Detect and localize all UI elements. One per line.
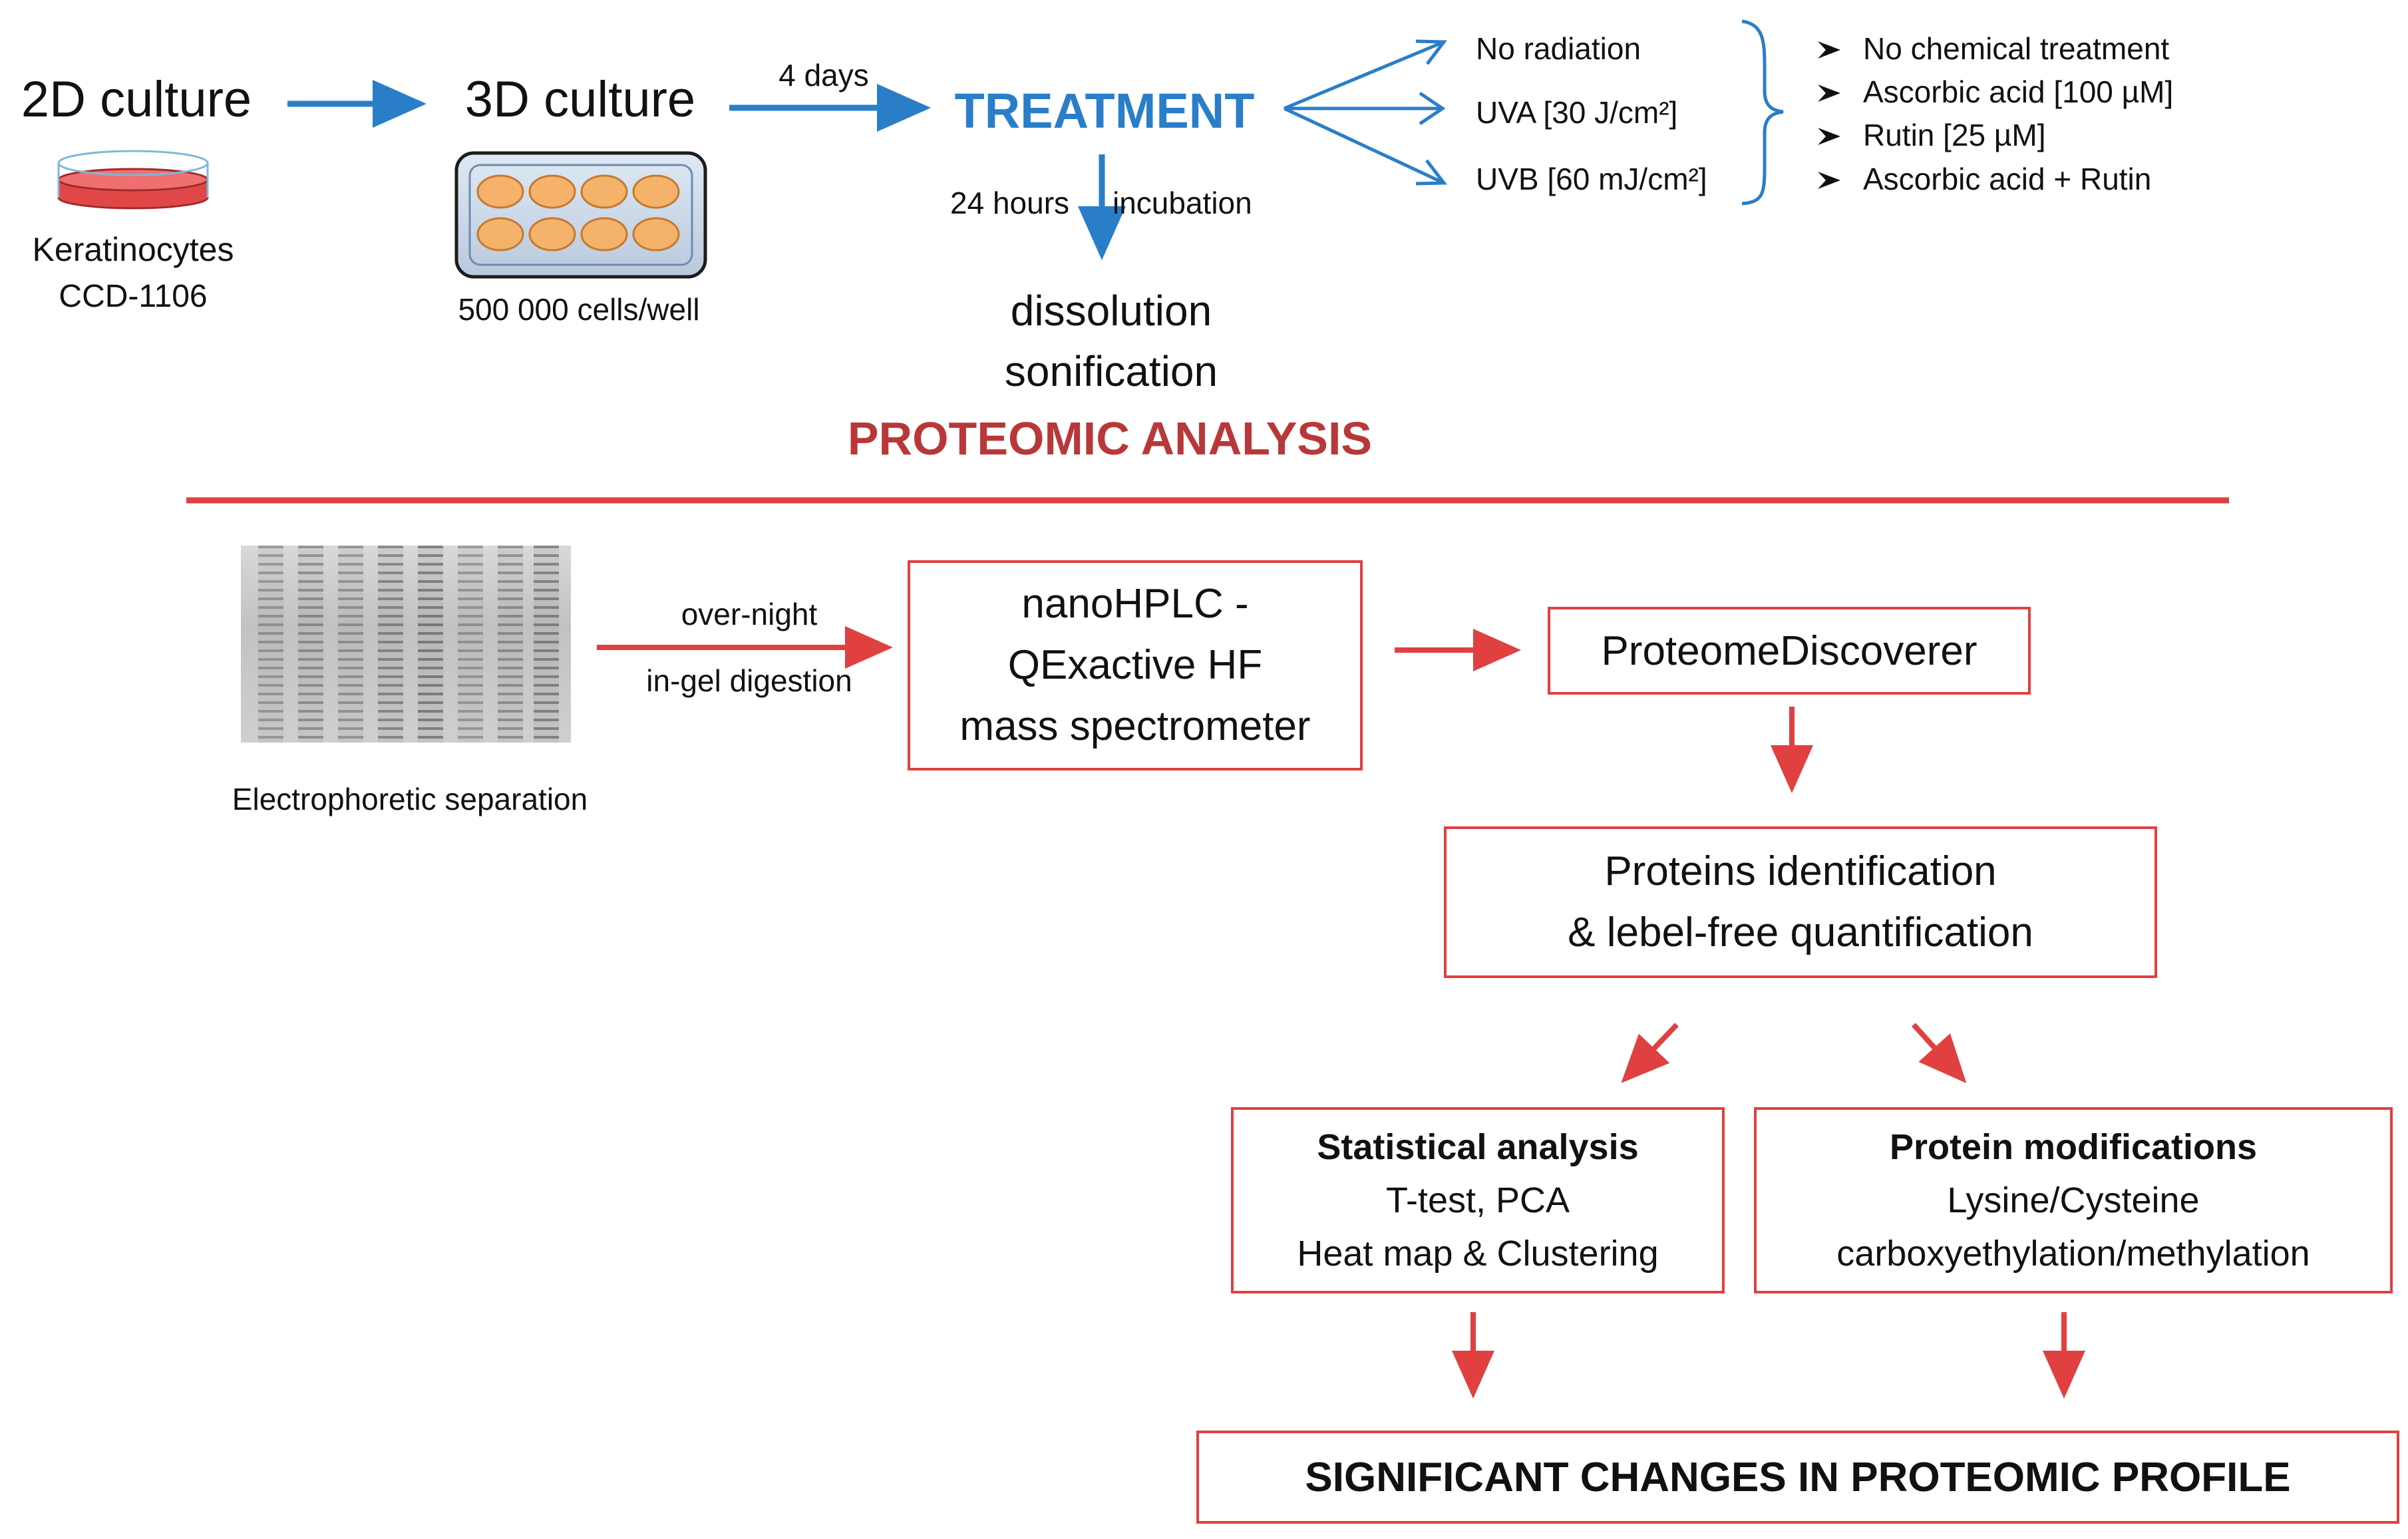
chemical-combined: Ascorbic acid + Rutin	[1863, 162, 2152, 196]
label-incubation: incubation	[1113, 186, 1252, 220]
stats-line-2: Heat map & Clustering	[1297, 1234, 1659, 1274]
petri-dish-icon	[57, 150, 209, 210]
label-dissolution: dissolution	[1010, 287, 1212, 335]
label-keratinocytes: Keratinocytes	[32, 231, 234, 268]
label-treatment: TREATMENT	[954, 83, 1255, 138]
result-box: SIGNIFICANT CHANGES IN PROTEOMIC PROFILE	[1196, 1431, 2399, 1524]
radiation-fork-arrows	[1283, 39, 1447, 186]
label-4-days: 4 days	[778, 58, 869, 92]
label-electrophoresis: Electrophoretic separation	[232, 782, 588, 816]
mass-spectrometer-box: nanoHPLC - QExactive HF mass spectromete…	[908, 560, 1363, 770]
ident-line-2: & lebel-free quantification	[1568, 910, 2033, 955]
identification-box: Proteins identification & lebel-free qua…	[1444, 826, 2157, 978]
statistical-analysis-box: Statistical analysis T-test, PCA Heat ma…	[1231, 1107, 1725, 1293]
stats-line-1: T-test, PCA	[1385, 1180, 1570, 1220]
label-cell-line: CCD-1106	[59, 279, 208, 314]
discoverer-label: ProteomeDiscoverer	[1601, 627, 1978, 674]
mods-title: Protein modifications	[1889, 1127, 2258, 1167]
chemical-ascorbic: Ascorbic acid [100 µM]	[1863, 75, 2174, 109]
chemical-none: No chemical treatment	[1863, 31, 2170, 66]
bullet-arrowheads	[1818, 41, 1840, 189]
mods-line-1: Lysine/Cysteine	[1947, 1180, 2200, 1220]
chemical-rutin: Rutin [25 µM]	[1863, 118, 2046, 152]
label-in-gel-digestion: in-gel digestion	[646, 663, 852, 698]
radiation-uva: UVA [30 J/cm²]	[1476, 95, 1678, 130]
well-plate-icon	[454, 151, 707, 279]
label-sonification: sonification	[1004, 347, 1218, 395]
mods-line-2: carboxyethylation/methylation	[1836, 1234, 2310, 1274]
ms-line-3: mass spectrometer	[959, 703, 1311, 749]
ms-line-1: nanoHPLC -	[1021, 581, 1249, 627]
label-proteomic-analysis: PROTEOMIC ANALYSIS	[847, 413, 1373, 464]
arrow-identification-to-mods	[1912, 1023, 1967, 1083]
ident-line-1: Proteins identification	[1604, 848, 1997, 894]
radiation-none: No radiation	[1476, 31, 1641, 66]
result-label: SIGNIFICANT CHANGES IN PROTEOMIC PROFILE	[1305, 1454, 2291, 1500]
electrophoresis-gel-image	[241, 546, 571, 743]
label-2d-culture: 2D culture	[21, 71, 252, 128]
stats-title: Statistical analysis	[1317, 1127, 1639, 1167]
label-24-hours: 24 hours	[950, 186, 1070, 220]
label-cells-per-well: 500 000 cells/well	[458, 292, 700, 327]
protein-modifications-box: Protein modifications Lysine/Cysteine ca…	[1754, 1107, 2393, 1293]
label-overnight: over-night	[681, 597, 818, 631]
proteome-discoverer-box: ProteomeDiscoverer	[1548, 607, 2031, 695]
ms-line-2: QExactive HF	[1007, 642, 1263, 688]
label-3d-culture: 3D culture	[464, 71, 696, 128]
arrow-identification-to-stats	[1621, 1023, 1679, 1083]
curly-brace	[1741, 19, 1784, 206]
radiation-uvb: UVB [60 mJ/cm²]	[1476, 162, 1707, 196]
